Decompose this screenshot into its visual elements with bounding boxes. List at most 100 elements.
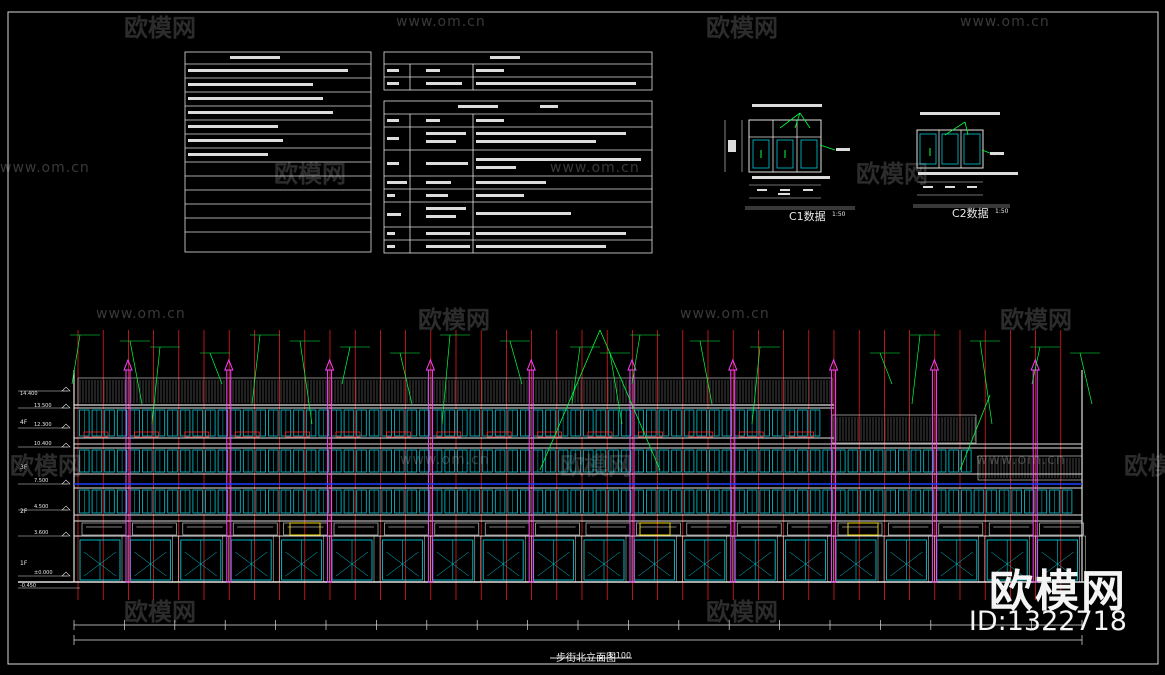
storefront-pier [172, 535, 179, 583]
level-neg450: -0.450 [20, 583, 37, 589]
storefront-pier [1028, 535, 1036, 583]
watermark-text: 欧模网 [1000, 306, 1072, 334]
annotation-leader [959, 394, 991, 471]
watermark-text: 欧模网 [10, 452, 82, 480]
storefront-door-swing [739, 551, 772, 577]
level-marker-triangle [61, 442, 71, 448]
sign-box [182, 522, 228, 536]
storefront-door-swing [436, 551, 469, 577]
level-marker-triangle [61, 531, 71, 537]
sign-box [535, 522, 580, 536]
storefront-door-swing [184, 551, 217, 577]
watermark-url: www.om.cn [96, 306, 186, 322]
level-12300: 12.300 [34, 422, 52, 428]
elevation-drawing [18, 329, 1100, 659]
storefront-pier [827, 535, 834, 583]
spec-table-left-text [188, 56, 348, 156]
annotation-leader [631, 334, 641, 385]
annotation-leader [399, 352, 413, 405]
annotation-leader [251, 334, 261, 405]
storefront-door-swing [890, 551, 923, 577]
storefront-door-swing [1041, 551, 1074, 577]
annotation-leader [609, 352, 623, 425]
storefront-pier [222, 535, 230, 583]
annotation-leader [299, 340, 313, 425]
storefront-door-swing [335, 551, 369, 577]
storefront-pier [323, 535, 330, 583]
c1-detail-title: C1数据 [789, 210, 826, 223]
storefront-pier [625, 535, 633, 583]
storefront-door-swing [235, 551, 268, 577]
watermark-text: 欧模网 [418, 306, 490, 334]
annotation-leader [209, 352, 223, 385]
storefront-pier [121, 535, 129, 583]
sign-box [1039, 522, 1084, 536]
storefront-door-swing [839, 551, 873, 577]
decor-panel [133, 431, 159, 438]
level-marker-triangle [61, 505, 71, 511]
sign-box [434, 522, 480, 536]
decor-panel [587, 431, 613, 438]
storefront-pier [474, 535, 482, 583]
level-marker-triangle [61, 479, 71, 485]
sign-box [333, 522, 379, 536]
decor-panel [83, 431, 109, 438]
storefront-pier [776, 535, 784, 583]
level-marker-triangle [61, 571, 71, 577]
watermark-text: 欧模网 [124, 14, 196, 42]
roof-finial [425, 358, 436, 371]
watermark-text: 欧模网 [124, 598, 196, 626]
decor-panel [537, 431, 562, 438]
roof-finial [224, 358, 234, 371]
sign-box [132, 522, 177, 536]
storefront-pier [575, 535, 582, 583]
annotation-leader [699, 340, 713, 405]
level-4500: 4.500 [34, 504, 49, 510]
sign-box-highlight [639, 522, 671, 536]
annotation-leader [879, 352, 893, 385]
storefront-door-swing [688, 551, 721, 577]
level-14400: 14.400 [20, 391, 38, 397]
annotation-leader [599, 329, 661, 471]
c1-detail-scale: 1:50 [832, 211, 846, 218]
watermark-text: 欧模网 [706, 598, 778, 626]
level-7500: 7.500 [34, 478, 49, 484]
sign-box [636, 522, 681, 536]
storefront-pier [272, 535, 280, 583]
storefront-pier [978, 535, 986, 583]
storefront-door-swing [638, 551, 671, 577]
c2-detail-title: C2数据 [952, 207, 989, 220]
spec-table-right-top [383, 51, 653, 91]
decor-panel [789, 431, 814, 438]
level-10400: 10.400 [34, 441, 52, 447]
annotation-leader [151, 346, 161, 425]
c2-detail-scale: 1:50 [995, 208, 1009, 215]
annotation-leader [129, 340, 143, 405]
roof-finial [324, 358, 335, 371]
sign-box [938, 522, 984, 536]
drawing-border [7, 11, 1159, 665]
sign-box [585, 522, 631, 536]
decor-panel [335, 431, 361, 438]
sign-box [484, 522, 530, 536]
floor-label-1f: 1F [20, 560, 28, 567]
window-detail-c1-labels [728, 104, 850, 195]
decor-panel [688, 431, 714, 438]
roof-finial [929, 358, 940, 371]
sign-box [81, 522, 127, 536]
annotation-leader [71, 334, 81, 385]
annotation-leader [1079, 352, 1093, 405]
level-marker-triangle [61, 423, 71, 429]
storefront-door-swing [587, 551, 621, 577]
watermark-url: www.om.cn [680, 306, 770, 322]
brand-logo-text: 欧模网 [989, 566, 1127, 617]
storefront-pier [877, 535, 885, 583]
annotation-leader [539, 329, 601, 471]
watermark-text: 欧模网 [856, 160, 928, 188]
decor-panel [738, 431, 764, 438]
decor-panel [184, 431, 210, 438]
annotation-leader [979, 340, 993, 425]
level-13500: 13.500 [34, 403, 52, 409]
sign-box [232, 522, 278, 536]
